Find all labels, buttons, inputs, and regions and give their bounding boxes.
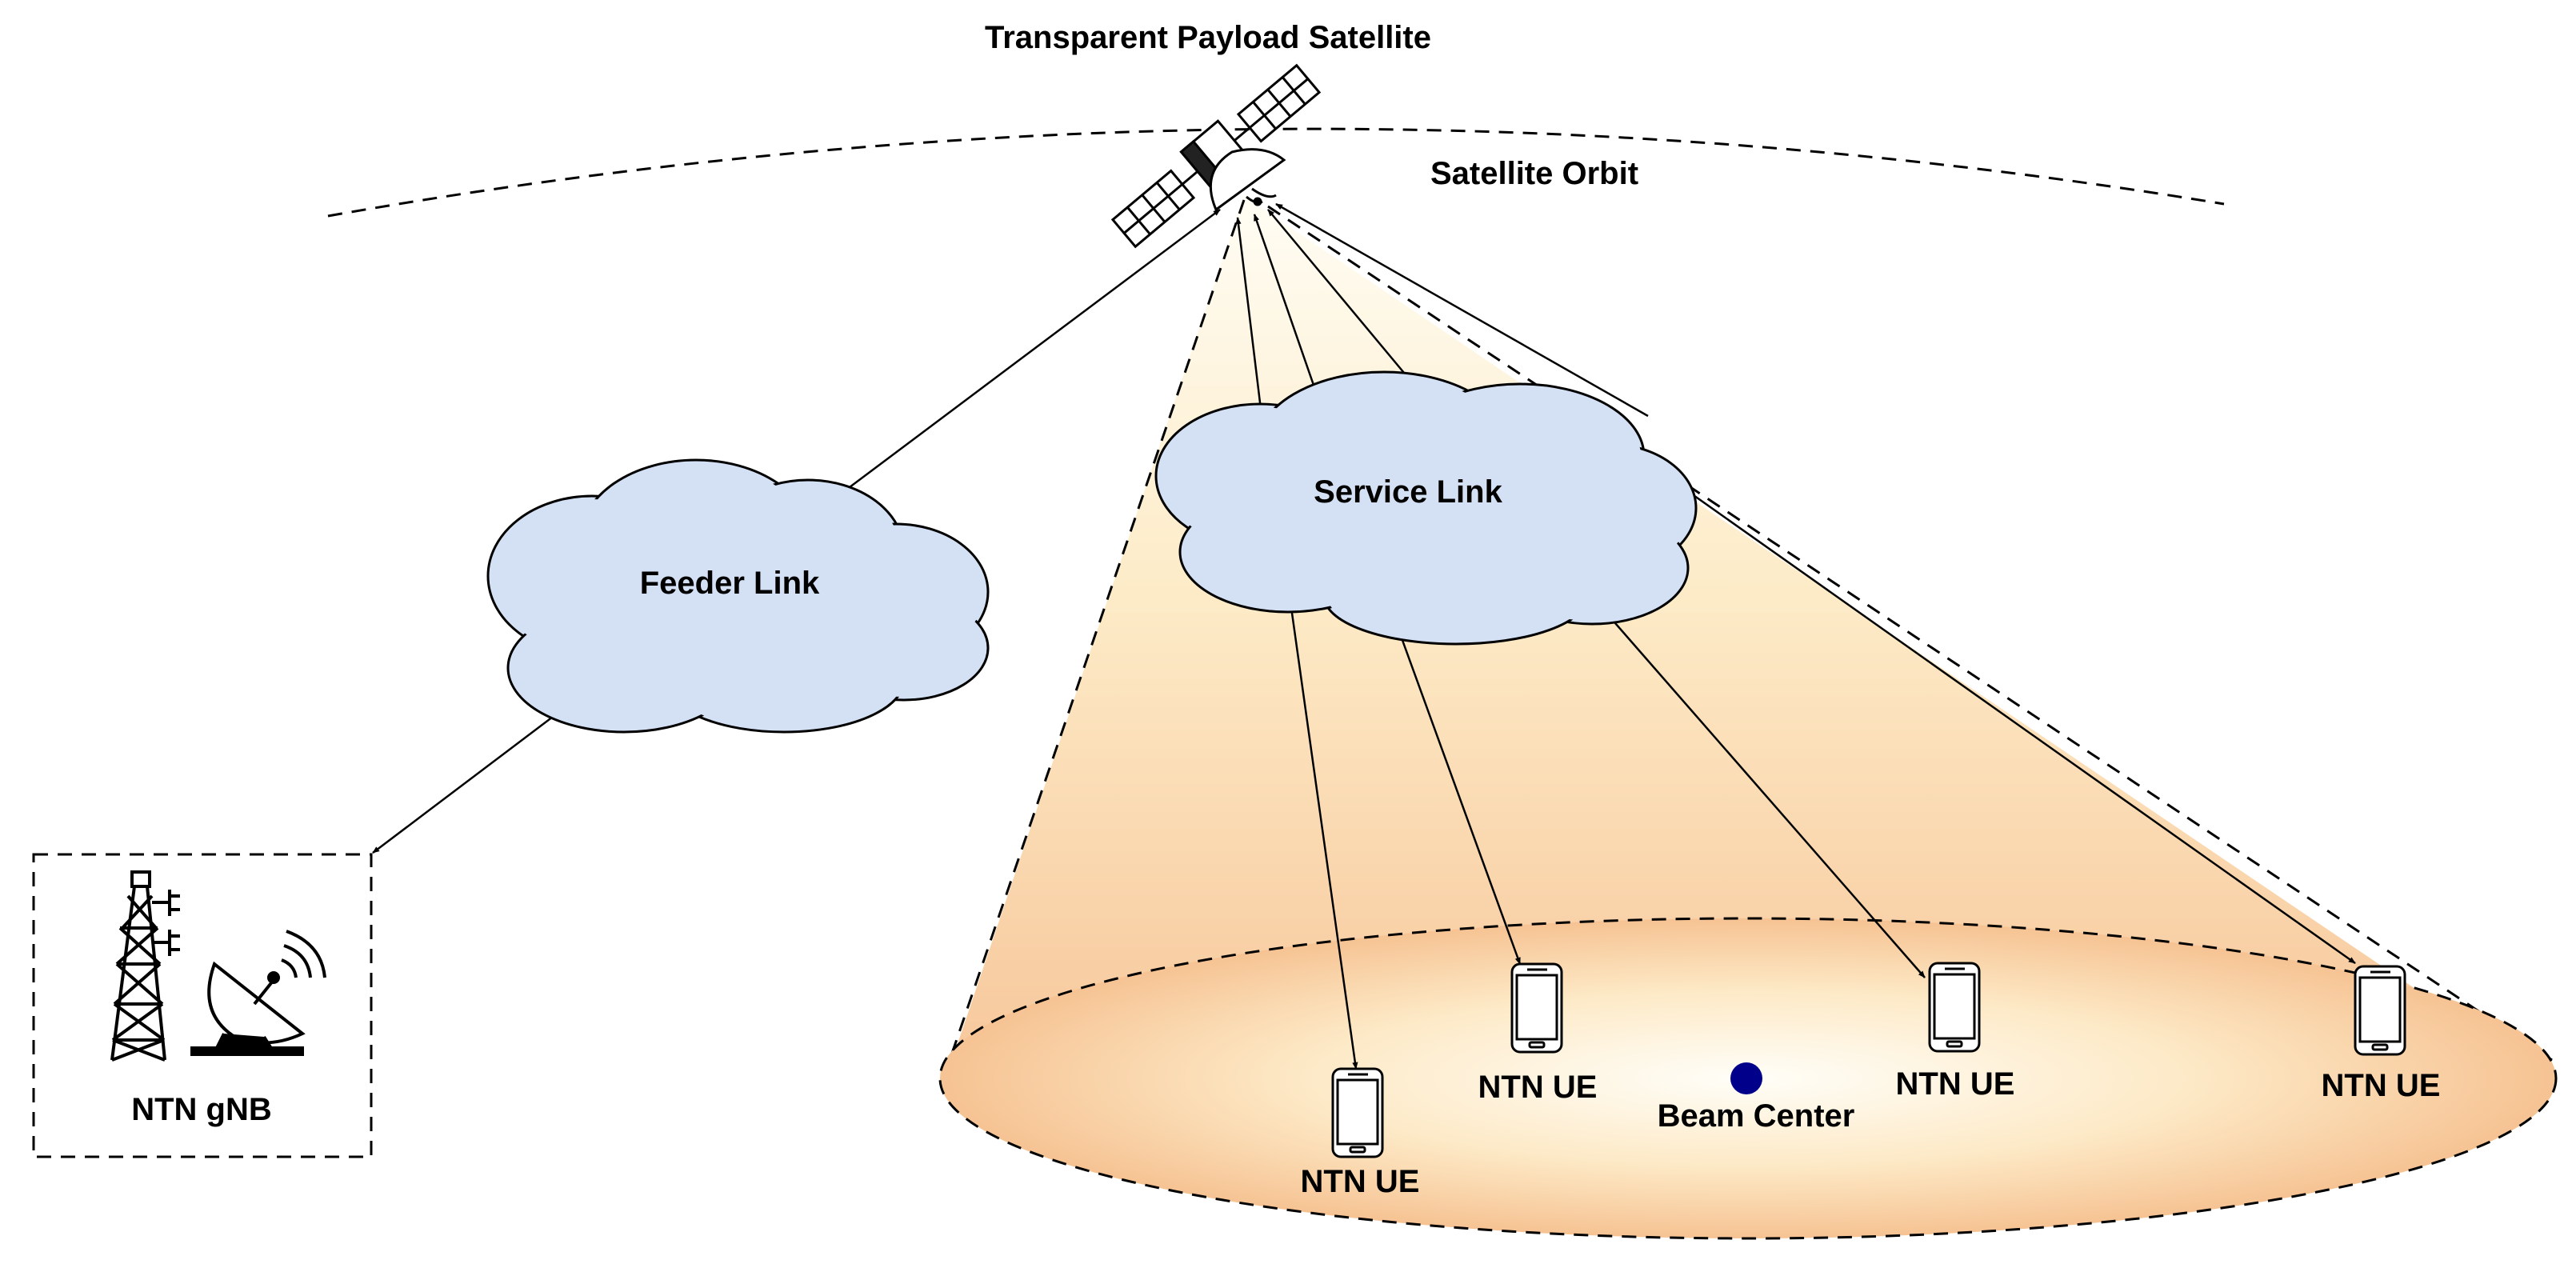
service-link-lines xyxy=(1235,202,2356,1070)
gnb-label: NTN gNB xyxy=(131,1092,272,1127)
beam-center-dot xyxy=(1730,1062,1762,1094)
ue-label-4: NTN UE xyxy=(2322,1068,2441,1103)
ue-phone-icon-1 xyxy=(1331,1067,1384,1158)
satellite-dish-icon xyxy=(190,930,326,1056)
ue-label-3: NTN UE xyxy=(1896,1066,2015,1102)
service-link-cloud xyxy=(1154,370,1698,646)
feeder-link-lines xyxy=(372,208,1221,854)
beam-cone-left-edge xyxy=(944,199,1246,1073)
satellite-orbit-label: Satellite Orbit xyxy=(1430,156,1638,191)
ue-label-1: NTN UE xyxy=(1301,1164,1420,1199)
service-link-label: Service Link xyxy=(1314,474,1502,510)
feeder-link-label: Feeder Link xyxy=(640,566,820,601)
ue-phone-icon-2 xyxy=(1510,962,1563,1054)
ue-phone-icon-4 xyxy=(2354,965,2406,1056)
feeder-link-cloud xyxy=(486,458,990,734)
gnb-box xyxy=(32,853,373,1158)
satellite-orbit-arc xyxy=(327,127,2225,218)
ue-label-2: NTN UE xyxy=(1478,1070,1598,1105)
satellite-title: Transparent Payload Satellite xyxy=(985,20,1431,55)
satellite-antenna-dish xyxy=(1209,148,1286,212)
cell-tower-icon xyxy=(110,870,180,1062)
beam-cone-right-edge xyxy=(1267,205,2553,1062)
satellite-icon xyxy=(1110,63,1322,249)
ue-phone-icon-3 xyxy=(1928,962,1981,1053)
beam-center-label: Beam Center xyxy=(1658,1098,1855,1134)
